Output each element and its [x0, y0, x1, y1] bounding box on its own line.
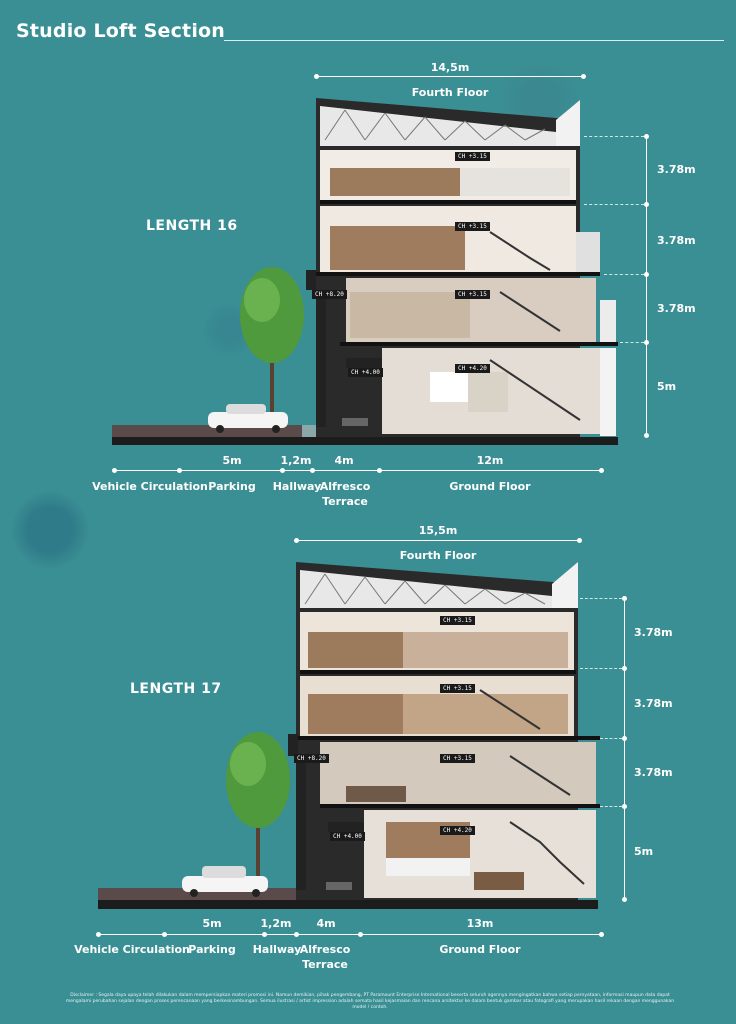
section-1-height-4f: 3.78m	[657, 163, 696, 176]
section-1-dim-ground: 12m	[476, 454, 504, 467]
section-2-ceiling-tag-4f: CH +3.15	[440, 616, 475, 625]
section-2-length-label: LENGTH 17	[130, 681, 222, 697]
section-1-bottom-dot-4	[310, 468, 315, 473]
section-2-ceiling-tag-gf: CH +4.20	[440, 826, 475, 835]
section-1-ceiling-tag-terrace: CH +4.00	[348, 368, 383, 377]
section-2-height-guide-1	[580, 598, 622, 599]
section-1-top-width: 14,5m	[430, 61, 470, 74]
section-1-height-2f: 3.78m	[657, 302, 696, 315]
section-1-height-dim-line	[646, 136, 647, 436]
section-2-dim-parking: 5m	[202, 917, 222, 930]
section-2-height-dot-2	[622, 666, 627, 671]
section-1-ceiling-tag-canopy: CH +8.20	[312, 290, 347, 299]
section-1-top-floor-label: Fourth Floor	[411, 86, 489, 99]
section-2-label-vehicle: Vehicle Circulation	[74, 943, 190, 956]
section-1-ceiling-tag-2f: CH +3.15	[455, 290, 490, 299]
section-2-height-gf: 5m	[634, 845, 654, 858]
section-2-height-guide-3	[600, 738, 622, 739]
page-title: Studio Loft Section	[16, 20, 226, 42]
section-1-height-gf: 5m	[657, 380, 677, 393]
section-2-ceiling-tag-2f: CH +3.15	[440, 754, 475, 763]
section-2-label-ground: Ground Floor	[439, 943, 521, 956]
section-1-height-guide-3	[604, 274, 644, 275]
section-1-height-guide-4	[620, 342, 644, 343]
section-2-height-guide-2	[580, 668, 622, 669]
section-2-height-dot-1	[622, 596, 627, 601]
section-1-label-ground: Ground Floor	[449, 480, 531, 493]
section-1-length-label: LENGTH 16	[146, 218, 238, 234]
section-1-bottom-dim-line	[114, 470, 602, 471]
section-1-label-terrace: Alfresco Terrace	[319, 480, 371, 508]
section-2-bottom-dim-line	[98, 934, 602, 935]
section-1-label-hallway: Hallway	[272, 480, 322, 493]
section-1-bottom-dot-1	[112, 468, 117, 473]
section-2-height-4f: 3.78m	[634, 626, 673, 639]
section-2-height-dot-3	[622, 736, 627, 741]
section-1-top-dim-line	[316, 76, 584, 77]
section-2-height-3f: 3.78m	[634, 697, 673, 710]
section-2-bottom-dot-6	[599, 932, 604, 937]
section-1-bottom-dot-6	[599, 468, 604, 473]
section-1-bottom-dot-5	[377, 468, 382, 473]
section-2-bottom-dot-1	[96, 932, 101, 937]
section-1-height-dot-1	[644, 134, 649, 139]
section-1-top-dim-dot-right	[581, 74, 586, 79]
section-1-ceiling-tag-gf: CH +4.20	[455, 364, 490, 373]
section-1-dim-terrace: 4m	[334, 454, 354, 467]
section-1-height-guide-1	[584, 136, 644, 137]
section-1-ceiling-tag-3f: CH +3.15	[455, 222, 490, 231]
section-1-top-dim-dot-left	[314, 74, 319, 79]
section-2-height-dim-line	[624, 598, 625, 900]
section-2-bottom-dot-3	[262, 932, 267, 937]
section-2-label-parking: Parking	[188, 943, 236, 956]
section-2-dim-ground: 13m	[466, 917, 494, 930]
disclaimer-text: Disclaimer : Segala daya upaya telah dil…	[65, 993, 675, 1010]
section-1-height-guide-2	[584, 204, 644, 205]
section-2-height-dot-5	[622, 897, 627, 902]
section-2-ceiling-tag-canopy: CH +8.20	[294, 754, 329, 763]
section-2-height-2f: 3.78m	[634, 766, 673, 779]
section-1-height-3f: 3.78m	[657, 234, 696, 247]
section-2-top-dim-dot-right	[577, 538, 582, 543]
section-1-height-dot-2	[644, 202, 649, 207]
section-1-height-dot-4	[644, 340, 649, 345]
section-2-top-width: 15,5m	[418, 524, 458, 537]
section-1-ceiling-tag-4f: CH +3.15	[455, 152, 490, 161]
section-2-dim-terrace: 4m	[316, 917, 336, 930]
section-2-ceiling-tag-terrace: CH +4.00	[330, 832, 365, 841]
section-1-label-parking: Parking	[208, 480, 256, 493]
section-2-bottom-dot-5	[358, 932, 363, 937]
section-2-label-hallway: Hallway	[252, 943, 302, 956]
section-2-ceiling-tag-3f: CH +3.15	[440, 684, 475, 693]
section-1-dim-parking: 5m	[222, 454, 242, 467]
section-2-height-guide-4	[600, 806, 622, 807]
title-divider	[224, 40, 724, 41]
section-1-height-dot-3	[644, 272, 649, 277]
section-2-bottom-dot-2	[162, 932, 167, 937]
section-2-label-terrace: Alfresco Terrace	[299, 943, 351, 971]
section-2-top-dim-line	[296, 540, 580, 541]
section-2-top-dim-dot-left	[294, 538, 299, 543]
section-1-dim-hallway: 1,2m	[280, 454, 312, 467]
section-1-height-dot-5	[644, 433, 649, 438]
section-1-label-vehicle: Vehicle Circulation	[92, 480, 208, 493]
section-1-bottom-dot-3	[280, 468, 285, 473]
section-2-bottom-dot-4	[294, 932, 299, 937]
section-2-top-floor-label: Fourth Floor	[399, 549, 477, 562]
section-1-bottom-dot-2	[177, 468, 182, 473]
section-2-height-dot-4	[622, 804, 627, 809]
section-2-dim-hallway: 1,2m	[260, 917, 292, 930]
